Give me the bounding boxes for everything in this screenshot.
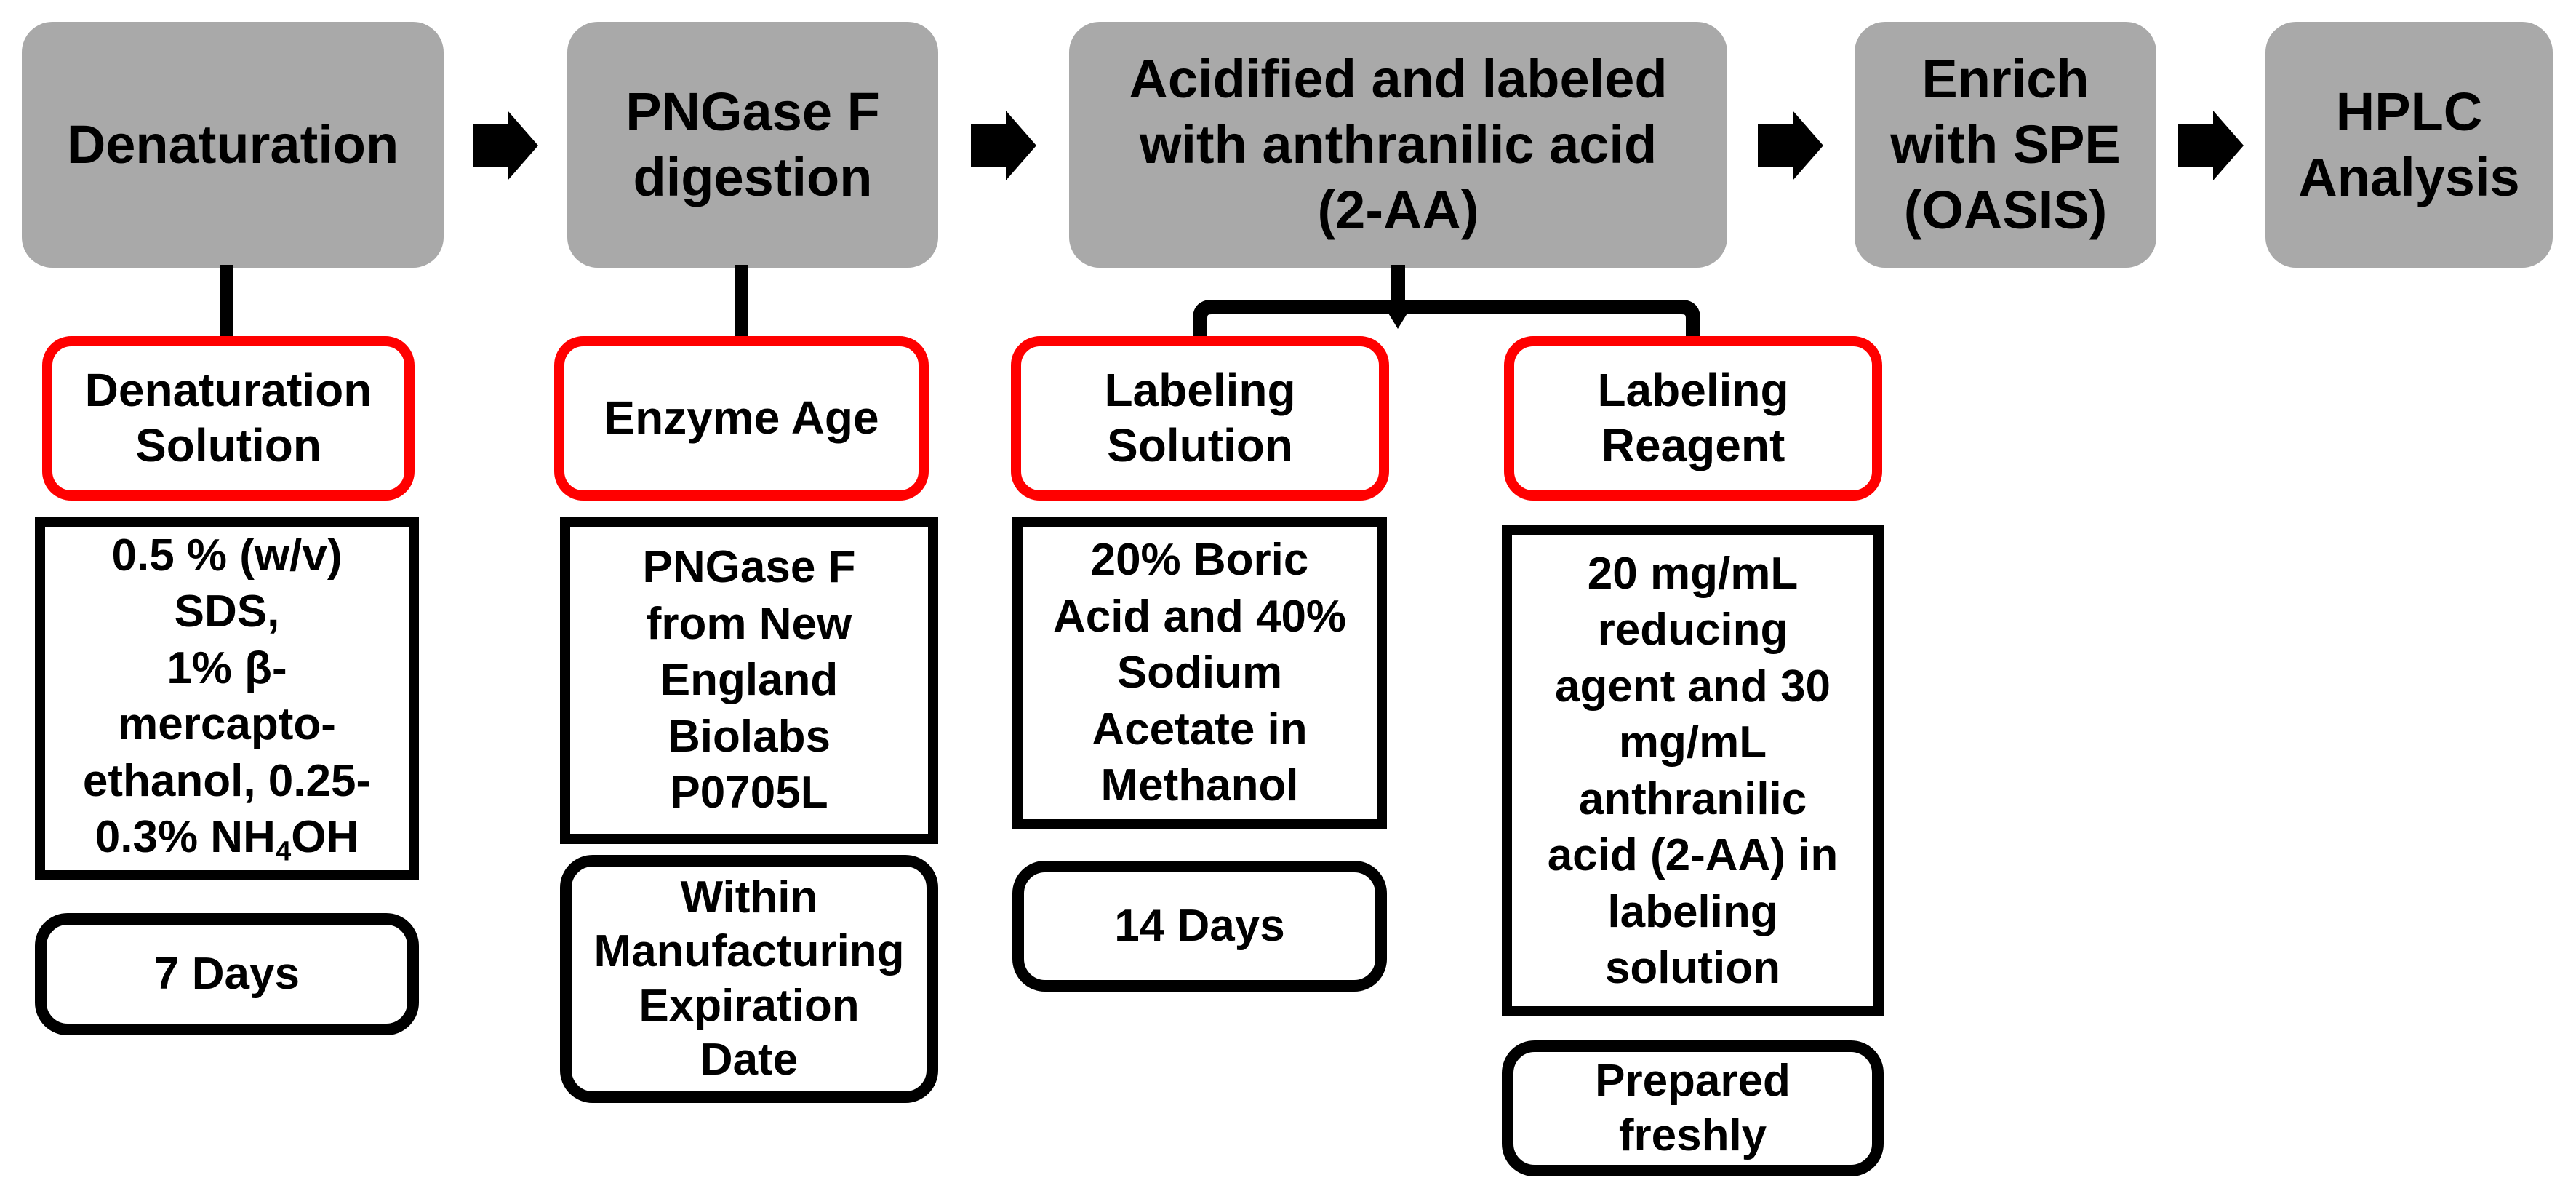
- step-pngase-digestion: PNGase F digestion: [567, 22, 938, 268]
- detail-labeling-solution: 20% Boric Acid and 40% Sodium Acetate in…: [1012, 517, 1387, 829]
- stability-labeling-reagent: Prepared freshly: [1502, 1040, 1884, 1176]
- detail-text: 0.5 % (w/v) SDS, 1% β- mercapto- ethanol…: [82, 530, 372, 806]
- detail-text-subscript-line: 0.3% NH4OH: [95, 812, 359, 867]
- flow-arrow-icon: [473, 111, 538, 180]
- connector-line: [735, 265, 748, 339]
- factor-labeling-reagent: Labeling Reagent: [1504, 336, 1882, 501]
- step-acidified-labeled: Acidified and labeled with anthranilic a…: [1069, 22, 1727, 268]
- detail-text: PNGase F from New England Biolabs P0705L: [642, 542, 856, 818]
- stability-enzyme-age: Within Manufacturing Expiration Date: [560, 855, 938, 1103]
- flow-arrow-icon: [2178, 111, 2244, 180]
- stability-denaturation-solution: 7 Days: [35, 913, 419, 1035]
- detail-enzyme-source: PNGase F from New England Biolabs P0705L: [560, 517, 938, 844]
- factor-denaturation-solution: Denaturation Solution: [42, 336, 415, 501]
- detail-text: 20 mg/mL reducing agent and 30 mg/mL ant…: [1547, 548, 1839, 994]
- flow-arrow-icon: [1758, 111, 1823, 180]
- step-hplc-analysis: HPLC Analysis: [2265, 22, 2553, 268]
- detail-text: 20% Boric Acid and 40% Sodium Acetate in…: [1052, 535, 1347, 811]
- connector-line: [220, 265, 233, 339]
- flow-arrow-icon: [971, 111, 1036, 180]
- split-connector: [1193, 265, 1700, 340]
- stability-labeling-solution: 14 Days: [1012, 861, 1387, 992]
- step-spe-enrichment: Enrich with SPE (OASIS): [1855, 22, 2156, 268]
- factor-labeling-solution: Labeling Solution: [1011, 336, 1389, 501]
- factor-enzyme-age: Enzyme Age: [554, 336, 929, 501]
- detail-labeling-reagent: 20 mg/mL reducing agent and 30 mg/mL ant…: [1502, 525, 1884, 1016]
- step-denaturation: Denaturation: [22, 22, 444, 268]
- subscript-4: 4: [275, 835, 292, 867]
- detail-denaturation-solution: 0.5 % (w/v) SDS, 1% β- mercapto- ethanol…: [35, 517, 419, 880]
